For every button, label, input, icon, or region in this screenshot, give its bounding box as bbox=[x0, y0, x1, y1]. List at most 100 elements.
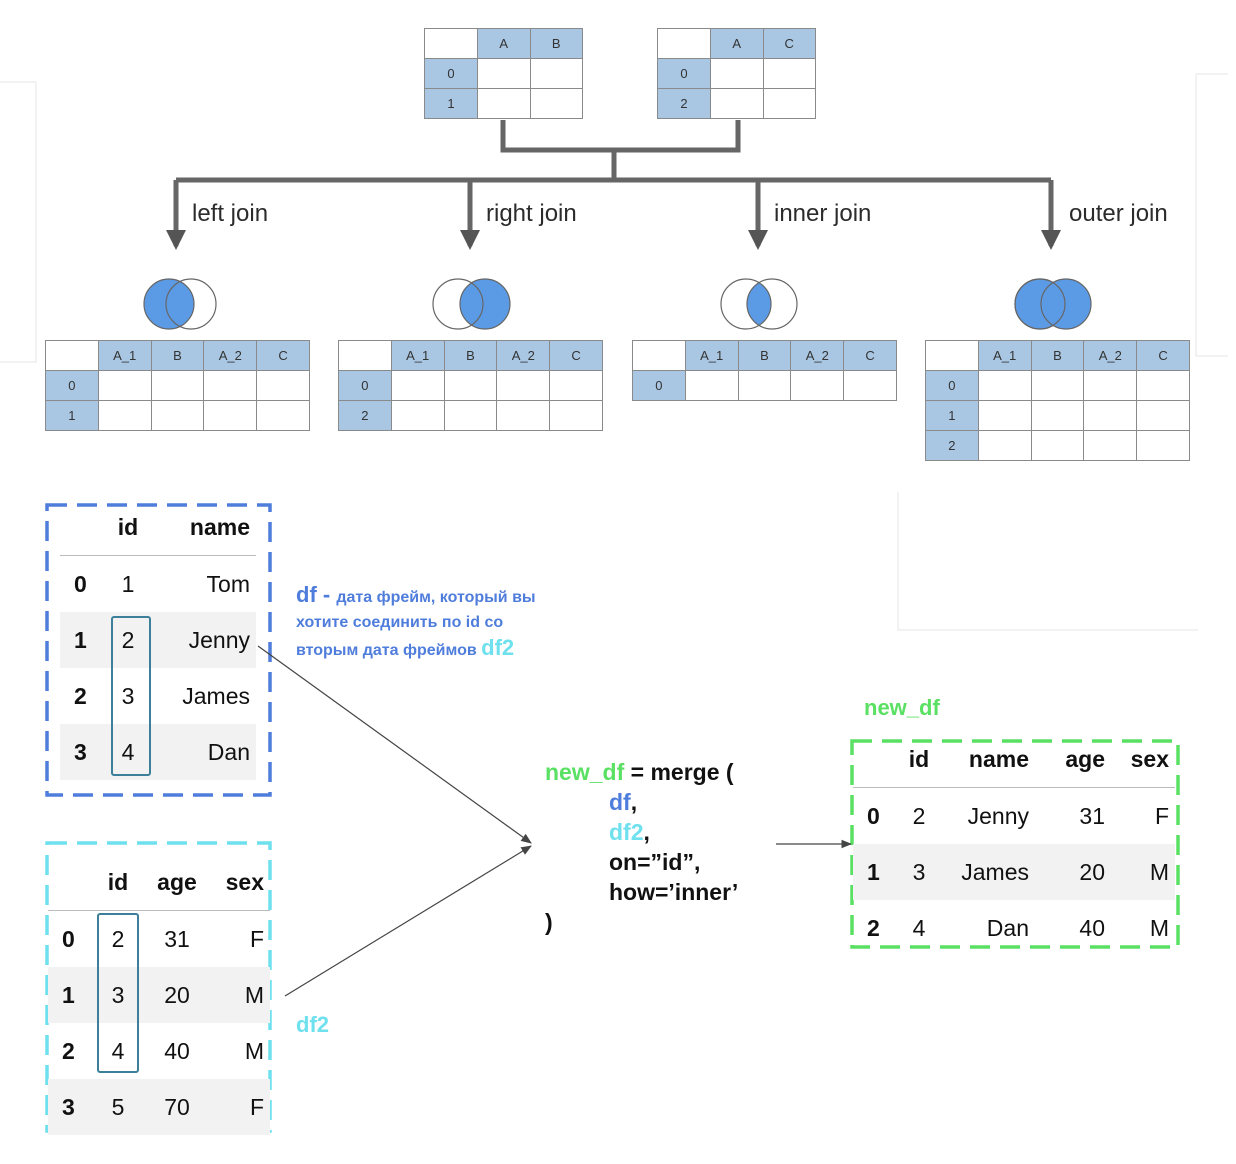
table-cell bbox=[150, 400, 205, 431]
row-index: 3 bbox=[48, 1079, 94, 1135]
table-cell bbox=[443, 370, 498, 401]
background-frame-lines bbox=[0, 73, 1228, 631]
merge-code: new_df = merge ( df, df2, on=”id”, how=’… bbox=[545, 757, 738, 937]
name-cell: Jenny bbox=[967, 802, 1029, 829]
col-header: B bbox=[150, 340, 205, 371]
table-row: 2 4 Dan 40 M bbox=[853, 900, 1175, 956]
col-header: A bbox=[710, 28, 764, 59]
df2-name-inline: df2 bbox=[481, 635, 515, 660]
table-row: 3 5 70 F bbox=[48, 1079, 270, 1135]
code-line-2: df, bbox=[545, 787, 738, 817]
code-comma: , bbox=[630, 789, 638, 815]
col-header: C bbox=[549, 340, 603, 371]
table-cell bbox=[977, 430, 1032, 461]
name-cell: Tom bbox=[206, 570, 250, 597]
col-header: B bbox=[443, 340, 498, 371]
table-cell bbox=[1030, 370, 1085, 401]
col-header: id bbox=[908, 745, 930, 772]
col-header: name bbox=[968, 745, 1029, 772]
table-cell bbox=[1030, 430, 1085, 461]
table-cell bbox=[762, 58, 816, 89]
row-index: 0 bbox=[867, 802, 880, 829]
join-label-left: left join bbox=[192, 200, 269, 227]
row-index: 0 bbox=[338, 370, 392, 401]
age-cell: 20 bbox=[1035, 844, 1111, 900]
table-cell bbox=[549, 400, 603, 431]
table-cell bbox=[1083, 400, 1138, 431]
df-id-highlight bbox=[111, 616, 151, 776]
df-note-line3: вторым дата фреймов bbox=[296, 642, 482, 659]
sex-cell: F bbox=[212, 1079, 270, 1135]
corner-cell bbox=[853, 731, 899, 788]
code-line-6: ) bbox=[545, 909, 553, 935]
col-header: A_1 bbox=[977, 340, 1032, 371]
id-cell: 5 bbox=[94, 1079, 142, 1135]
merge-arrows bbox=[257, 645, 853, 997]
age-cell: 40 bbox=[164, 1037, 190, 1064]
df-table: id name 0 1 Tom 1 2 Jenny 2 3 James 3 4 … bbox=[60, 499, 256, 780]
corner-cell bbox=[632, 340, 686, 371]
table-cell bbox=[97, 370, 152, 401]
col-header: sex bbox=[225, 868, 264, 895]
row-index: 2 bbox=[74, 682, 87, 709]
row-index: 0 bbox=[62, 925, 75, 952]
name-cell: James bbox=[182, 682, 250, 709]
table-cell bbox=[529, 88, 583, 119]
table-row: 1 2 Jenny bbox=[60, 612, 256, 668]
sex-cell: F bbox=[249, 925, 264, 952]
age-cell: 31 bbox=[164, 925, 190, 952]
df-annotation: df - дата фрейм, который вы хотите соеди… bbox=[296, 582, 586, 663]
table-cell bbox=[390, 400, 445, 431]
col-header: C bbox=[762, 28, 816, 59]
name-cell: Dan bbox=[150, 724, 256, 780]
table-cell bbox=[203, 370, 258, 401]
id-cell: 4 bbox=[111, 1037, 125, 1064]
col-header: A_2 bbox=[790, 340, 845, 371]
row-index: 2 bbox=[867, 914, 880, 941]
row-index: 0 bbox=[925, 370, 979, 401]
corner-cell bbox=[424, 28, 478, 59]
table-cell bbox=[684, 370, 739, 401]
row-index: 1 bbox=[48, 967, 94, 1023]
df2-dashed-frame bbox=[45, 841, 272, 1133]
id-cell: 3 bbox=[899, 844, 939, 900]
join-label-outer: outer join bbox=[1069, 200, 1168, 227]
table-cell bbox=[256, 370, 310, 401]
row-index: 0 bbox=[657, 58, 711, 89]
table-row: 1 3 20 M bbox=[48, 967, 270, 1023]
age-cell: 20 bbox=[142, 967, 212, 1023]
table-cell bbox=[737, 370, 792, 401]
df-dashed-frame bbox=[45, 503, 272, 797]
df-note-line1: дата фрейм, который вы bbox=[336, 589, 536, 606]
sex-cell: M bbox=[1149, 914, 1169, 941]
corner-cell bbox=[657, 28, 711, 59]
name-cell: James bbox=[939, 844, 1035, 900]
col-header: A_2 bbox=[1083, 340, 1138, 371]
table-cell bbox=[1083, 430, 1138, 461]
table-row: 1 3 James 20 M bbox=[853, 844, 1175, 900]
table-cell bbox=[203, 400, 258, 431]
df-note-line2: хотите соединить по id со bbox=[296, 614, 504, 631]
table-cell bbox=[790, 370, 845, 401]
table-cell bbox=[529, 58, 583, 89]
result-table-right-join: A_1 B A_2 C 0 2 bbox=[338, 340, 603, 431]
result-table-left-join: A_1 B A_2 C 0 1 bbox=[45, 340, 310, 431]
col-header: B bbox=[737, 340, 792, 371]
code-arg-df2: df2 bbox=[609, 819, 644, 845]
code-line-3: df2, bbox=[545, 817, 738, 847]
row-index: 2 bbox=[62, 1037, 75, 1064]
col-header: A_2 bbox=[496, 340, 551, 371]
sex-cell: F bbox=[1154, 802, 1169, 829]
age-cell: 40 bbox=[1079, 914, 1105, 941]
code-comma: , bbox=[643, 819, 650, 845]
table-cell bbox=[443, 400, 498, 431]
col-header: C bbox=[256, 340, 310, 371]
col-header: id bbox=[107, 868, 129, 895]
sex-cell: M bbox=[212, 967, 270, 1023]
col-header: A bbox=[477, 28, 531, 59]
table-cell bbox=[710, 58, 764, 89]
row-index: 1 bbox=[853, 844, 899, 900]
table-row: 0 2 31 F bbox=[48, 911, 270, 968]
table-row: 3 4 Dan bbox=[60, 724, 256, 780]
